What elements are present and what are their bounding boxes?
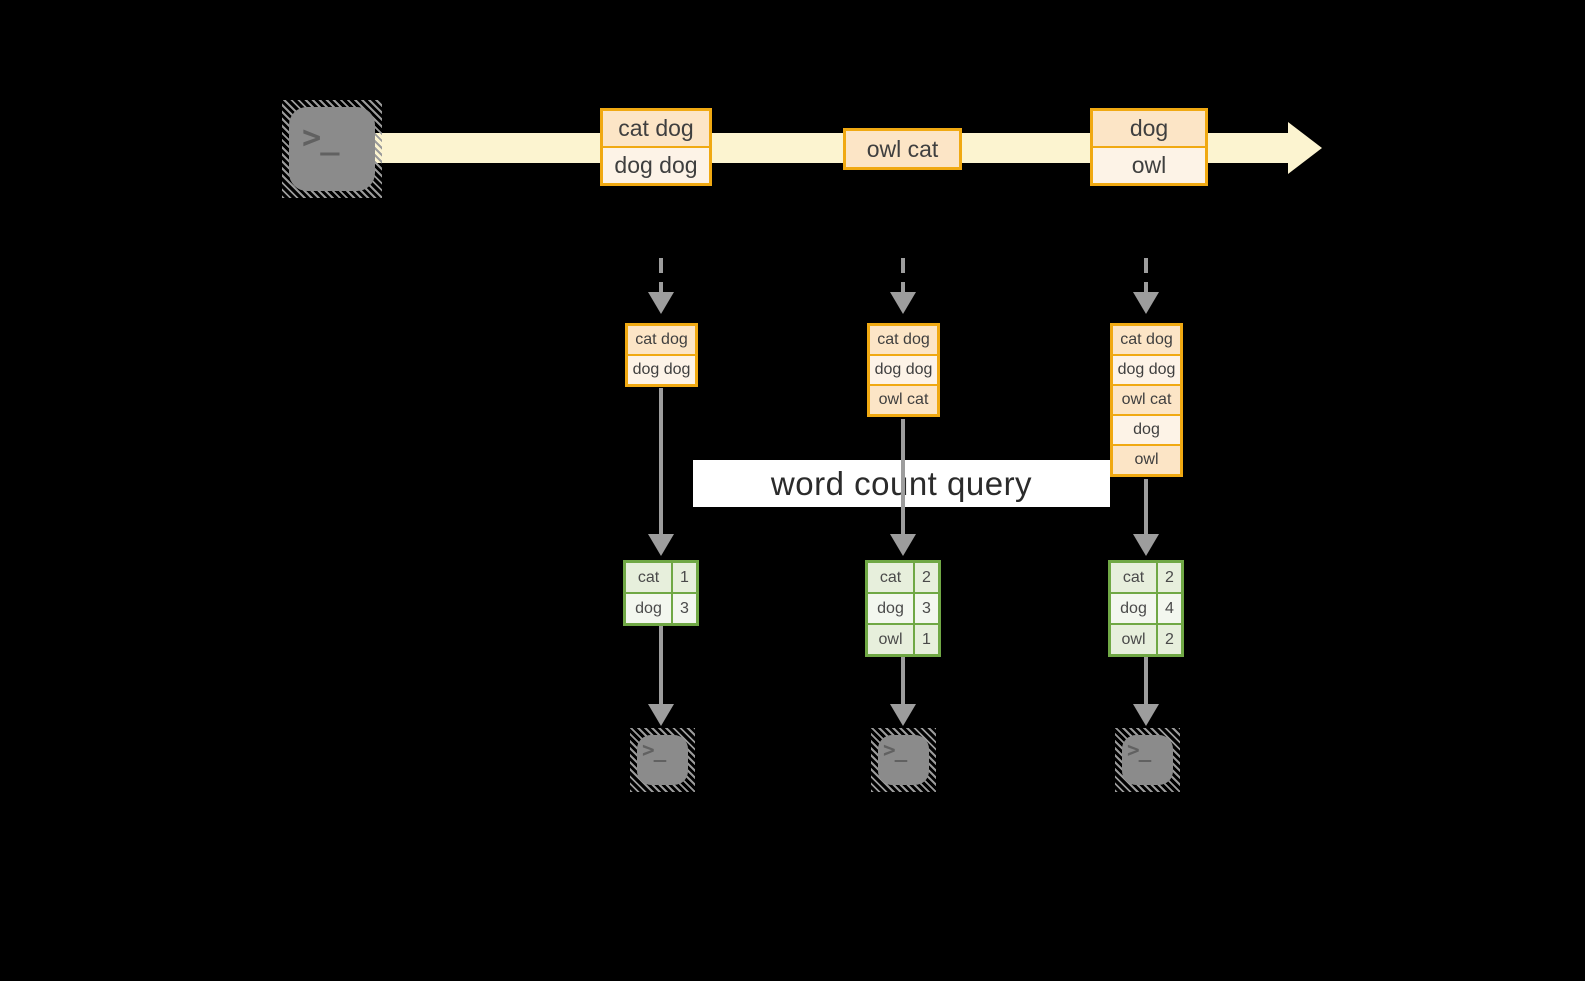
arrow-state-to-counts [1144, 479, 1148, 534]
count-word-cell: owl [1111, 625, 1156, 654]
terminal-screen [1122, 735, 1173, 785]
state-word-cell: dog [1113, 416, 1180, 444]
arrowhead-icon [890, 704, 916, 726]
state-word-cell: cat dog [628, 326, 695, 354]
count-value-cell: 3 [673, 594, 696, 623]
stream-batch-box-1: cat dog dog dog [600, 108, 712, 186]
count-value-cell: 4 [1158, 594, 1181, 623]
state-word-cell: owl [1113, 446, 1180, 474]
terminal-prompt-glyph: >_ [642, 738, 666, 762]
arrow-counts-to-terminal [659, 626, 663, 704]
count-table-2: cat 2 dog 3 owl 1 [865, 560, 941, 657]
count-value-cell: 2 [1158, 625, 1181, 654]
count-value-cell: 3 [915, 594, 938, 623]
arrowhead-icon [648, 704, 674, 726]
terminal-prompt-glyph: >_ [302, 118, 340, 156]
dashed-arrowhead-icon [1133, 292, 1159, 314]
terminal-screen [637, 735, 688, 785]
count-value-cell: 1 [673, 563, 696, 592]
count-word-cell: cat [626, 563, 671, 592]
source-terminal-icon: >_ [282, 100, 382, 198]
arrow-state-to-counts [901, 419, 905, 534]
stream-word-cell: cat dog [603, 111, 709, 146]
state-word-cell: owl cat [1113, 386, 1180, 414]
count-word-cell: dog [1111, 594, 1156, 623]
terminal-prompt-glyph: >_ [1127, 738, 1151, 762]
arrowhead-icon [648, 534, 674, 556]
state-word-cell: dog dog [1113, 356, 1180, 384]
count-table-1: cat 1 dog 3 [623, 560, 699, 626]
stream-word-cell: dog dog [603, 148, 709, 183]
terminal-prompt-glyph: >_ [883, 738, 907, 762]
stream-word-cell: owl [1093, 148, 1205, 183]
arrow-counts-to-terminal [901, 657, 905, 704]
count-table-3: cat 2 dog 4 owl 2 [1108, 560, 1184, 657]
count-word-cell: cat [1111, 563, 1156, 592]
stream-batch-box-3: dog owl [1090, 108, 1208, 186]
terminal-screen [289, 107, 375, 191]
dashed-arrow-line [1144, 258, 1148, 294]
dashed-arrow-line [901, 258, 905, 294]
arrowhead-icon [1133, 534, 1159, 556]
count-word-cell: owl [868, 625, 913, 654]
arrow-state-to-counts [659, 388, 663, 534]
count-word-cell: cat [868, 563, 913, 592]
stream-batch-box-2: owl cat [843, 128, 962, 170]
state-box-1: cat dog dog dog [625, 323, 698, 387]
output-terminal-icon-2: >_ [871, 728, 936, 792]
stream-word-cell: owl cat [846, 131, 959, 167]
count-value-cell: 2 [915, 563, 938, 592]
output-terminal-icon-1: >_ [630, 728, 695, 792]
arrow-counts-to-terminal [1144, 657, 1148, 704]
state-box-3: cat dog dog dog owl cat dog owl [1110, 323, 1183, 477]
state-word-cell: dog dog [870, 356, 937, 384]
dashed-arrowhead-icon [648, 292, 674, 314]
state-word-cell: dog dog [628, 356, 695, 384]
count-word-cell: dog [626, 594, 671, 623]
arrowhead-icon [890, 534, 916, 556]
state-word-cell: cat dog [1113, 326, 1180, 354]
stream-arrowhead-icon [1288, 122, 1322, 174]
stream-word-cell: dog [1093, 111, 1205, 146]
dashed-arrow-line [659, 258, 663, 294]
state-word-cell: cat dog [870, 326, 937, 354]
count-word-cell: dog [868, 594, 913, 623]
arrowhead-icon [1133, 704, 1159, 726]
state-box-2: cat dog dog dog owl cat [867, 323, 940, 417]
count-value-cell: 1 [915, 625, 938, 654]
terminal-screen [878, 735, 929, 785]
count-value-cell: 2 [1158, 563, 1181, 592]
output-terminal-icon-3: >_ [1115, 728, 1180, 792]
dashed-arrowhead-icon [890, 292, 916, 314]
state-word-cell: owl cat [870, 386, 937, 414]
